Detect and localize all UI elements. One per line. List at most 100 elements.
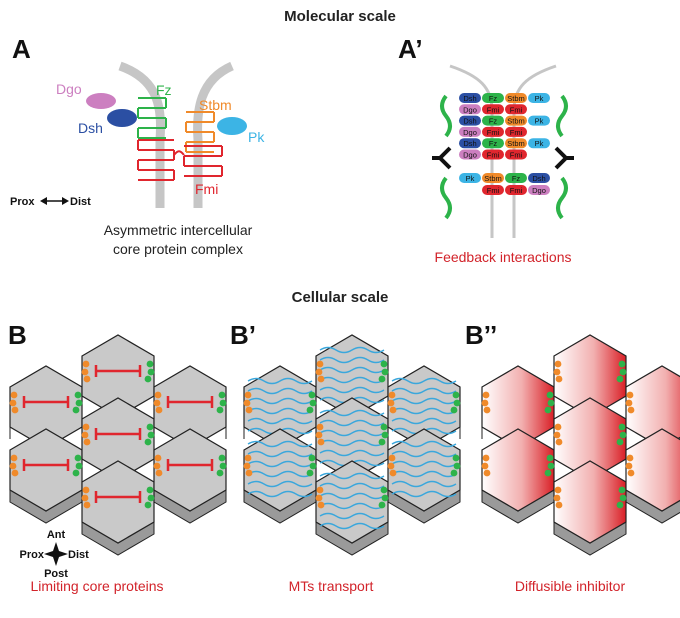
cell-hexagon [153,428,227,512]
protein-pill-fmi [482,126,504,137]
microtubule [319,522,385,530]
orange-protein-dot [626,391,634,399]
microtubule [247,490,313,498]
green-protein-dot [546,391,554,399]
green-protein-dot [380,360,388,368]
orange-protein-dot [153,462,161,470]
orange-protein-dot [316,423,324,431]
orange-protein-dot [483,406,491,414]
orange-protein-dot [83,501,91,509]
microtubule [319,472,385,480]
protein-pill-label: Dgo [463,105,477,114]
cell-hexagon [553,460,627,544]
microtubule [247,417,313,425]
green-protein-dot [72,406,80,414]
compass-ant: Ant [47,529,66,541]
green-protein-dot [544,469,552,477]
protein-pill-fz [482,138,504,149]
green-protein-dot [146,360,154,368]
green-protein-dot [306,469,314,477]
protein-pill-stbm [505,93,527,103]
feedback-arrow-right-2 [556,176,568,220]
microtubule [391,490,457,498]
protein-pill-label: Dgo [463,151,477,160]
panel-b-letter: B [8,320,27,350]
orange-protein-dot [481,462,489,470]
protein-pill-label: Stbm [507,139,525,148]
axis-dist: Dist [70,196,91,208]
orange-protein-dot [389,469,397,477]
caption-a-line2: core protein complex [113,241,243,257]
microtubule [319,439,385,447]
protein-pill-pk [528,93,550,103]
protein-pill-label: Pk [535,117,544,126]
green-protein-dot [450,406,458,414]
protein-pill-label: Stbm [484,174,502,183]
protein-pill-fz [482,115,504,126]
protein-pill-fmi [482,149,504,160]
microtubule [247,450,313,458]
microtubule [319,502,385,510]
protein-pill-label: Dsh [463,94,476,103]
orange-protein-dot [554,360,562,368]
label-stbm: Stbm [199,97,232,113]
orange-protein-dot [154,454,162,462]
green-protein-dot [147,368,155,376]
orange-protein-dot [553,494,561,502]
orange-protein-dot [553,431,561,439]
green-protein-dot [619,494,627,502]
microtubule [247,460,313,468]
membrane-right [193,61,235,208]
compass-star-icon [44,542,68,566]
label-fmi: Fmi [195,181,218,197]
orange-protein-dot [10,454,18,462]
protein-pill-label: Dsh [532,174,545,183]
protein-pill-label: Fz [512,174,521,183]
protein-pill-label: Fmi [487,151,500,160]
orange-protein-dot [387,399,395,407]
orange-protein-dot [154,391,162,399]
green-protein-dot [147,494,155,502]
orange-protein-dot [315,368,323,376]
dsh-oval [107,109,137,127]
orange-protein-dot [315,431,323,439]
microtubule [247,387,313,395]
green-protein-dot [144,438,152,446]
orange-protein-dot [625,399,633,407]
orange-protein-dot [82,360,90,368]
protein-pill-pk [528,138,550,149]
protein-pill-fmi [505,126,527,137]
microtubule [319,429,385,437]
orange-protein-dot [555,438,563,446]
orange-protein-dot [555,375,563,383]
cell-hexagon [81,460,155,544]
microtubule [391,460,457,468]
green-protein-dot [453,399,461,407]
protein-pill-pk [528,115,550,126]
protein-pill-fmi [505,104,527,115]
dgo-oval [86,93,116,109]
caption-a-line1: Asymmetric intercellular [104,222,253,238]
cell-hexagon [387,428,461,512]
label-dgo: Dgo [56,81,82,97]
protein-pill-label: Fz [489,139,498,148]
green-protein-dot [144,375,152,383]
orange-protein-dot [315,494,323,502]
label-pk: Pk [248,129,265,145]
green-protein-dot [381,494,389,502]
orange-protein-dot [483,469,491,477]
protein-pill-stbm [505,115,527,126]
protein-pill-fz [505,173,527,183]
protein-pill-label: Pk [466,174,475,183]
orange-protein-dot [388,454,396,462]
protein-pill-dsh [528,173,550,183]
panel-b-prime-letter: B’ [230,320,256,350]
protein-pill-label: Dgo [532,186,546,195]
orange-protein-dot [626,454,634,462]
green-protein-dot [72,469,80,477]
green-protein-dot [544,406,552,414]
orange-protein-dot [554,486,562,494]
orange-protein-dot [82,423,90,431]
green-protein-dot [378,501,386,509]
